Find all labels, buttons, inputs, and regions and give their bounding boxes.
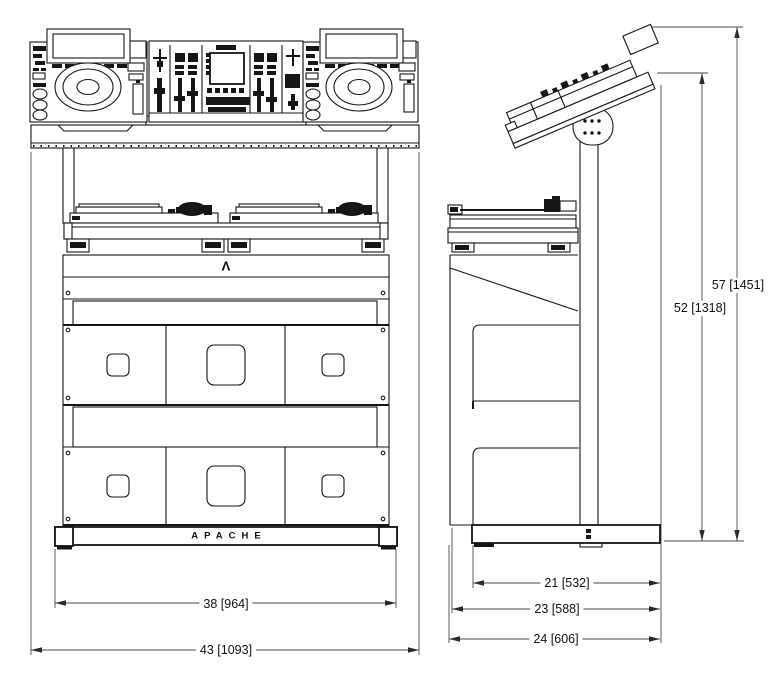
front-extension-lines (30, 152, 420, 655)
stand-column (579, 139, 599, 526)
dim-label-overall-width: 43 [1093] (195, 642, 257, 658)
cdj-left-right-controls (127, 62, 145, 115)
dim-label-deck-height: 52 [1318] (669, 300, 731, 316)
front-view (29, 28, 420, 655)
brand-logo-text: APACHE (191, 530, 267, 542)
dim-label-overall-height: 57 [1451] (707, 277, 769, 293)
dim-label-overall-depth: 24 [606] (529, 631, 583, 647)
cdj-left-side-controls (32, 46, 48, 121)
mixer-screen (209, 52, 245, 85)
shelf-feet (66, 238, 385, 253)
deck-knobs (540, 63, 610, 98)
base-plate (471, 524, 661, 548)
jog-wheel-left-icon (54, 62, 122, 112)
cabinet-front (62, 254, 390, 528)
screws (65, 290, 386, 522)
cabinet-side (449, 254, 579, 526)
turntable-left-front (69, 202, 219, 224)
drawer-handles (106, 344, 345, 507)
cabinet-logo-mark: Λ (221, 258, 231, 274)
dim-label-cabinet-depth: 23 [588] (530, 601, 584, 617)
column-base (579, 542, 603, 548)
turntable-shelf-side (447, 227, 579, 253)
cdj-player-left (29, 28, 148, 123)
dim-label-inner-width: 38 [964] (199, 596, 253, 612)
cdj-right-right-controls (398, 62, 416, 113)
side-extension-lines (448, 26, 744, 643)
jog-wheel-right-icon (325, 62, 393, 112)
side-view (447, 23, 744, 643)
foot-left (54, 526, 74, 547)
turntable-side (447, 196, 577, 229)
cdj-right-side-controls (305, 46, 321, 121)
turntable-shelf (63, 222, 389, 253)
plinth (54, 526, 398, 550)
tilted-deck (504, 23, 660, 149)
dim-label-base-depth: 21 [532] (540, 575, 594, 591)
turntable-right-front (229, 202, 379, 224)
foot-right (378, 526, 398, 547)
cdj-player-right (302, 28, 419, 123)
dj-mixer (148, 40, 304, 123)
